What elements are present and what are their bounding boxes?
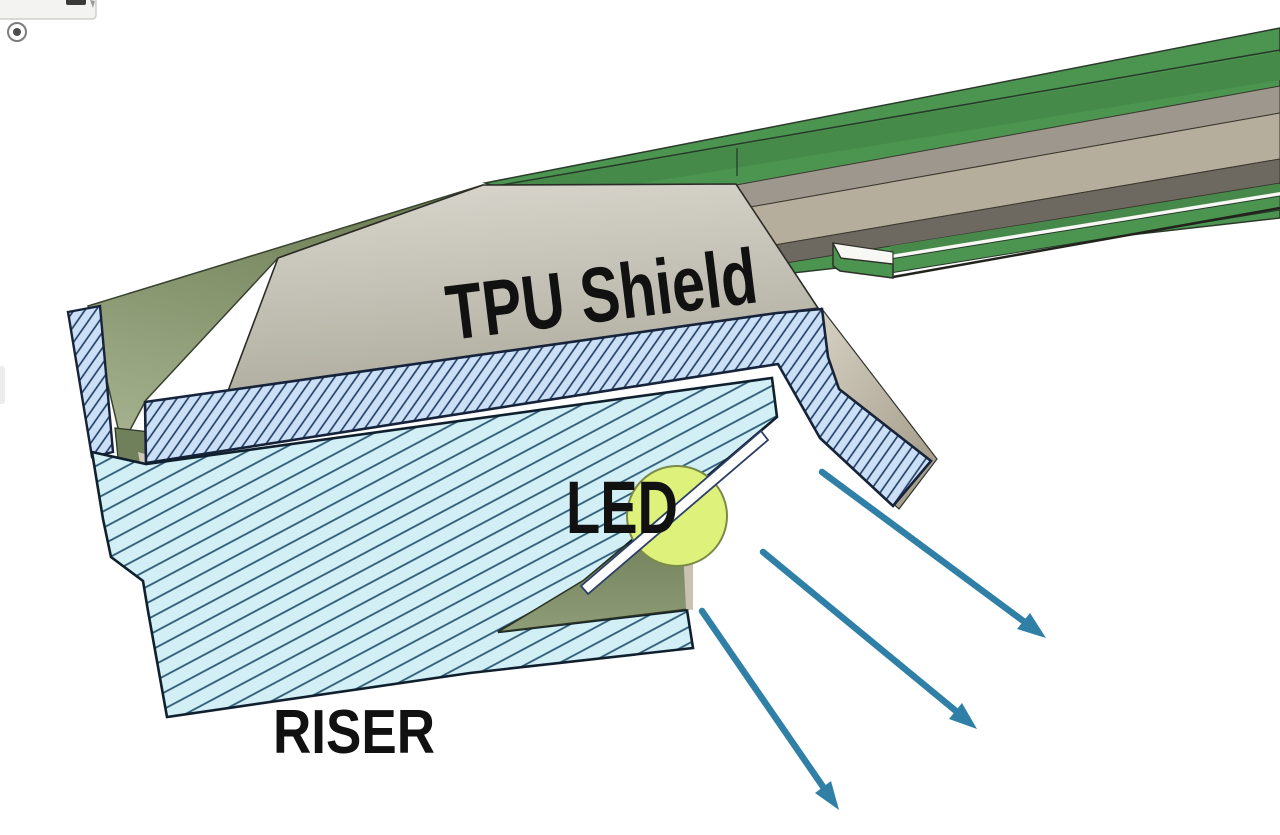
channel-white-line <box>890 192 1280 259</box>
led-assembly[interactable] <box>497 429 770 633</box>
shield-section-wall <box>66 304 115 459</box>
riser-section <box>90 376 779 719</box>
toolbar-icon[interactable] <box>66 0 86 5</box>
led-strip <box>579 429 770 596</box>
record-button[interactable] <box>7 22 27 42</box>
light-arrow-shaft <box>698 607 832 798</box>
light-arrow-head <box>815 781 839 810</box>
pcb-green-band <box>490 52 1280 206</box>
ui-toolbar-fragment[interactable] <box>0 0 97 20</box>
light-arrow-shaft <box>818 468 1034 630</box>
pcb-edge-line <box>489 49 1280 188</box>
light-arrow-shaft <box>759 548 966 720</box>
channel-lower-green-a <box>890 184 1280 255</box>
channel-bottom-edge <box>892 206 1280 279</box>
label-led: LED <box>566 466 678 549</box>
label-riser: RISER <box>273 698 435 767</box>
cursor-icon <box>90 0 95 8</box>
record-icon-dot <box>13 28 21 36</box>
shield-section-band <box>143 307 933 508</box>
light-arrow-head <box>1017 613 1046 638</box>
riser-part[interactable] <box>90 376 779 719</box>
channel-hook-white-face <box>831 242 894 265</box>
light-arrow-head <box>949 703 977 729</box>
light-direction-arrows <box>698 468 1046 810</box>
left-edge-widget-fragment <box>0 366 5 404</box>
tpu-shield-part[interactable] <box>66 183 938 510</box>
